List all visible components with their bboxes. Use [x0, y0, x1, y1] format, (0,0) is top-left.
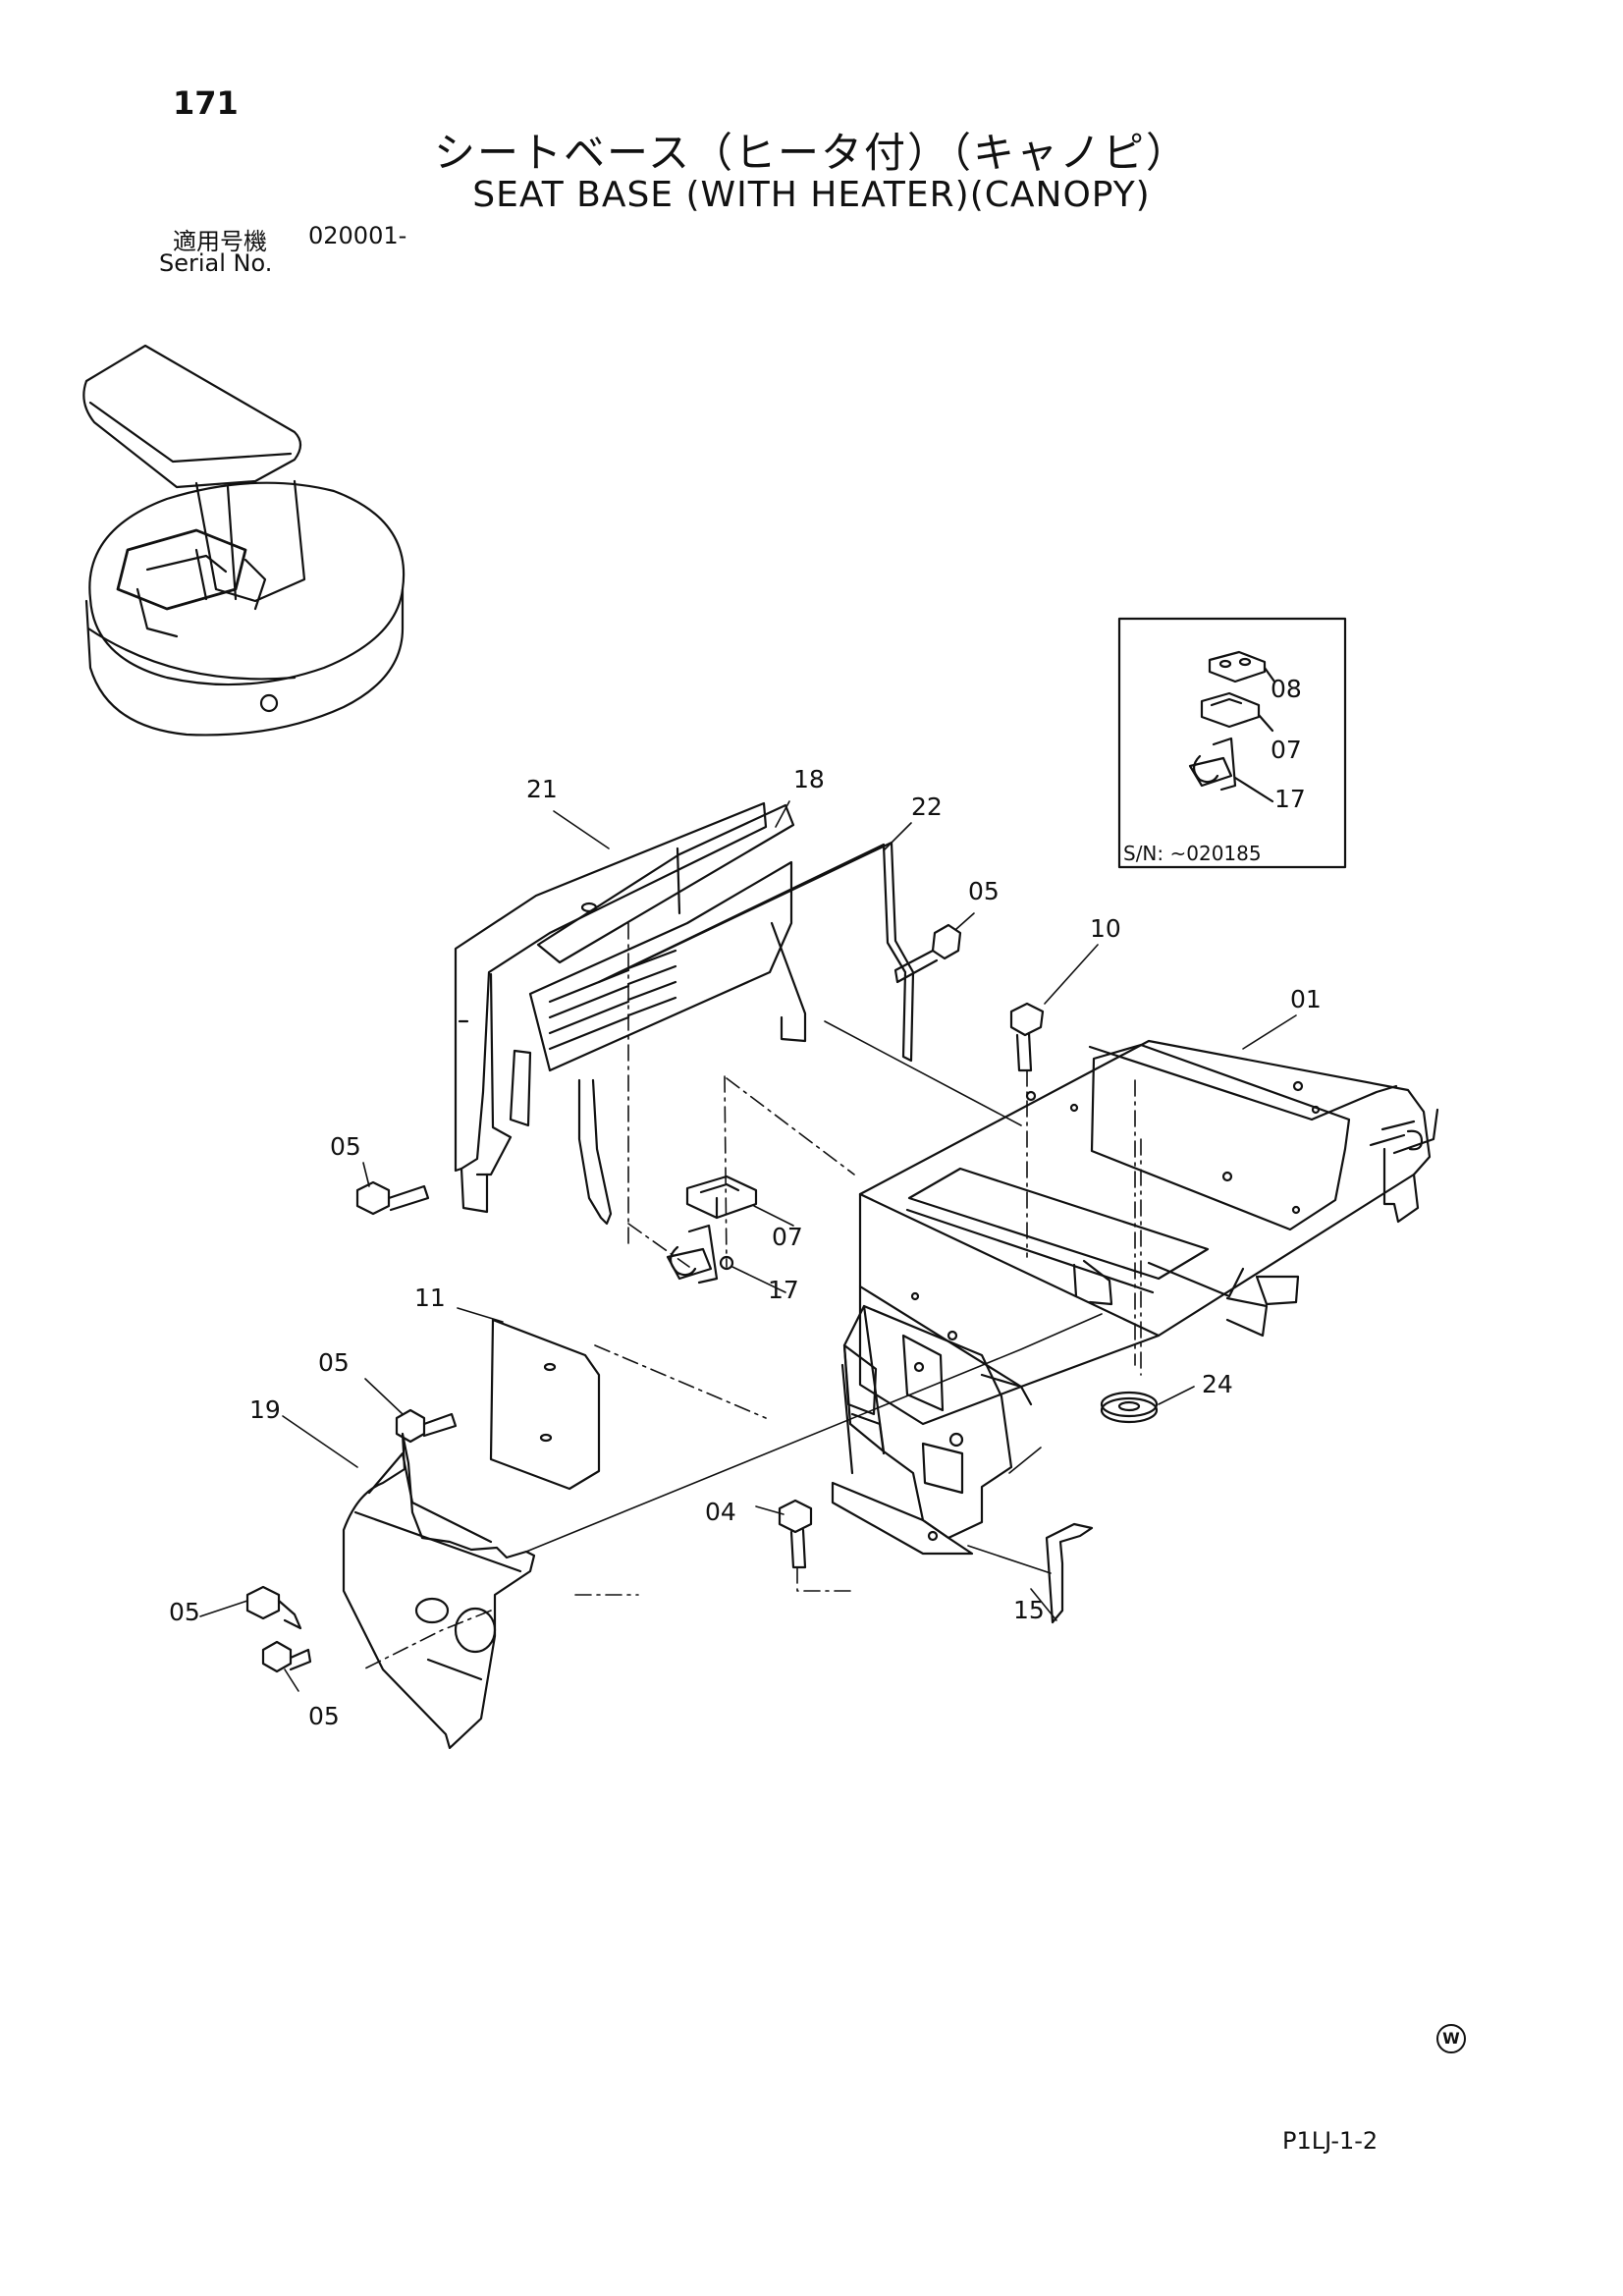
- serial-label: Serial No.: [159, 249, 273, 277]
- inset-callout-17: 17: [1274, 785, 1306, 813]
- bolt-04: [778, 1499, 813, 1569]
- part-19-side-cover: [342, 1432, 536, 1750]
- inset-callout-08: 08: [1271, 675, 1302, 703]
- callout-05: 05: [169, 1598, 200, 1626]
- callout-15: 15: [1013, 1596, 1045, 1624]
- callout-04: 04: [705, 1498, 736, 1526]
- callout-labels: 21 18 22 05 10 01 05 07 17 11 05 19 24 0…: [169, 675, 1322, 1730]
- part-24-grommet: [1100, 1391, 1159, 1424]
- callout-11: 11: [414, 1284, 446, 1312]
- callout-05: 05: [330, 1132, 361, 1161]
- part-01-seat-base: [831, 1039, 1439, 1556]
- part-15-bracket: [1045, 1522, 1094, 1624]
- bolt-05-lower-a: [245, 1585, 302, 1630]
- part-21-rear-panel: [454, 801, 768, 1214]
- assembly-guide-lines: [362, 922, 1142, 1670]
- callout-01: 01: [1290, 985, 1322, 1013]
- callout-24: 24: [1202, 1370, 1233, 1398]
- callout-18: 18: [793, 765, 825, 793]
- callout-19: 19: [249, 1395, 281, 1424]
- callout-leaders: [199, 800, 1297, 1692]
- page-title-japanese: シートベース（ヒータ付）（キャノピ）: [434, 129, 1189, 177]
- part-11-cover-plate: [489, 1318, 601, 1491]
- callout-17: 17: [768, 1276, 799, 1304]
- bolt-05-left: [355, 1180, 430, 1216]
- page-number: 171: [173, 84, 239, 122]
- callout-05: 05: [318, 1348, 350, 1377]
- callout-21: 21: [526, 775, 558, 803]
- inset-callout-07: 07: [1271, 736, 1302, 764]
- bolt-05-plate: [395, 1408, 458, 1444]
- page-title: SEAT BASE (WITH HEATER)(CANOPY): [472, 175, 1151, 215]
- serial-number-value: 020001-: [308, 222, 407, 249]
- part-07-clamp: [685, 1175, 758, 1220]
- callout-10: 10: [1090, 914, 1121, 943]
- page-code: P1LJ-1-2: [1282, 2127, 1379, 2155]
- bolt-05-lower-b: [261, 1640, 312, 1673]
- part-18-duct-frame: [528, 803, 795, 1226]
- machine-location-thumbnail: [82, 344, 406, 737]
- callout-05: 05: [968, 877, 1000, 905]
- inset-serial-range: S/N: ~020185: [1123, 842, 1262, 865]
- callout-05: 05: [308, 1702, 340, 1730]
- part-22-pipe: [597, 841, 915, 1063]
- serial-inset-box: [1117, 617, 1347, 869]
- assembly-lines-solid: [525, 1020, 1103, 1574]
- callout-07: 07: [772, 1223, 803, 1251]
- w-mark: W: [1436, 2024, 1466, 2053]
- part-17-lock: [666, 1224, 734, 1285]
- callout-22: 22: [911, 793, 943, 821]
- bolt-10: [1009, 1002, 1045, 1072]
- bolt-05-upper: [893, 923, 962, 984]
- serial-label-japanese: 適用号機: [173, 228, 267, 255]
